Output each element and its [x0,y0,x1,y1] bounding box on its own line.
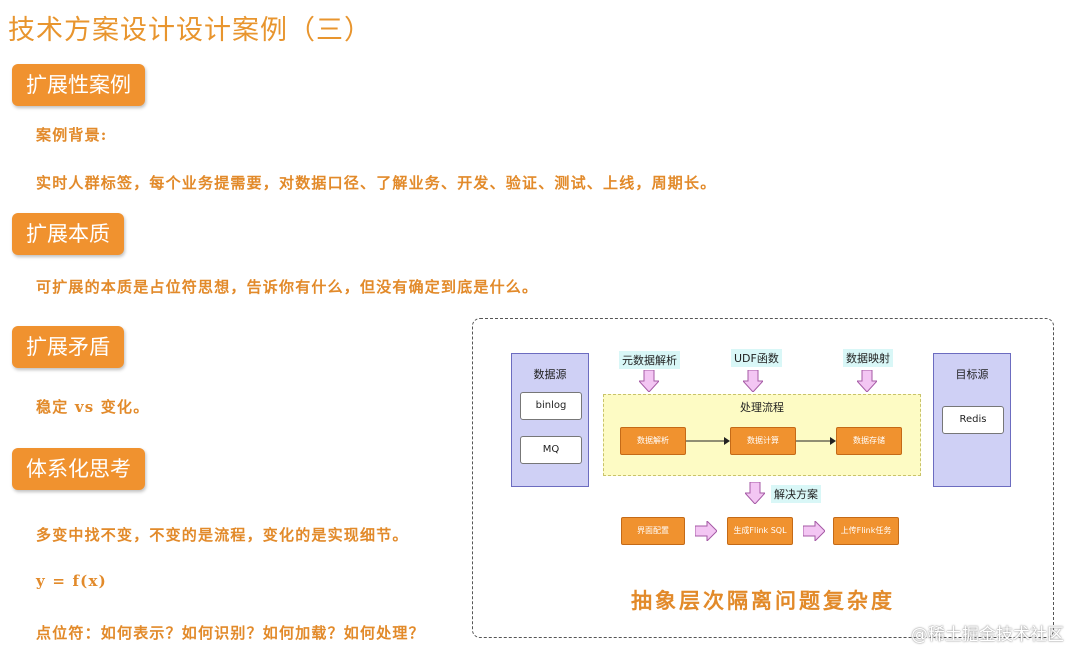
background-label: 案例背景: [36,126,108,144]
source-item-binlog: binlog [520,392,582,420]
page-title: 技术方案设计设计案例（三） [8,15,372,46]
section-header-contradiction: 扩展矛盾 [12,326,124,368]
source-column: 数据源 binlog MQ [511,353,589,487]
systematic-line-2: y = f(x) [36,572,107,590]
target-column: 目标源 Redis [933,353,1011,487]
section-header-scalability-case: 扩展性案例 [12,64,145,106]
solution-step-upload-task: 上传Flink任务 [833,517,899,545]
target-item-redis: Redis [942,406,1004,434]
section-header-systematic: 体系化思考 [12,448,145,490]
arrow-down-icon [743,370,763,392]
contradiction-text: 稳定 vs 变化。 [36,398,150,416]
arrow-right-icon [686,437,730,445]
process-step-store: 数据存储 [836,427,902,455]
arrow-down-icon [857,370,877,392]
target-title: 目标源 [955,368,989,381]
arrow-down-icon [639,370,659,392]
arrow-right-icon [695,521,717,541]
source-title: 数据源 [533,368,567,381]
architecture-diagram: 数据源 binlog MQ 目标源 Redis 元数据解析 UDF函数 数据映射… [472,318,1054,638]
label-metadata-parse: 元数据解析 [619,351,680,369]
solution-step-generate-sql: 生成Flink SQL [727,517,793,545]
arrow-down-icon [745,482,765,504]
section-header-essence: 扩展本质 [12,213,124,255]
label-udf-function: UDF函数 [731,349,782,367]
arrow-right-icon [803,521,825,541]
watermark: @稀土掘金技术社区 [911,625,1064,645]
arrow-right-icon [796,437,836,445]
process-title: 处理流程 [740,401,784,414]
systematic-line-3: 点位符：如何表示？如何识别？如何加载？如何处理？ [36,624,425,642]
source-item-mq: MQ [520,436,582,464]
label-solution: 解决方案 [771,485,821,503]
systematic-line-1: 多变中找不变，不变的是流程，变化的是实现细节。 [36,526,409,544]
essence-text: 可扩展的本质是占位符思想，告诉你有什么，但没有确定到底是什么。 [36,278,539,296]
background-text: 实时人群标签，每个业务提需要，对数据口径、了解业务、开发、验证、测试、上线，周期… [36,174,717,192]
process-step-compute: 数据计算 [730,427,796,455]
solution-step-ui-config: 界面配置 [621,517,685,545]
process-flow-box: 处理流程 数据解析 数据计算 数据存储 [603,394,921,476]
diagram-caption: 抽象层次隔离问题复杂度 [631,588,895,613]
process-step-parse: 数据解析 [620,427,686,455]
label-data-mapping: 数据映射 [843,349,893,367]
